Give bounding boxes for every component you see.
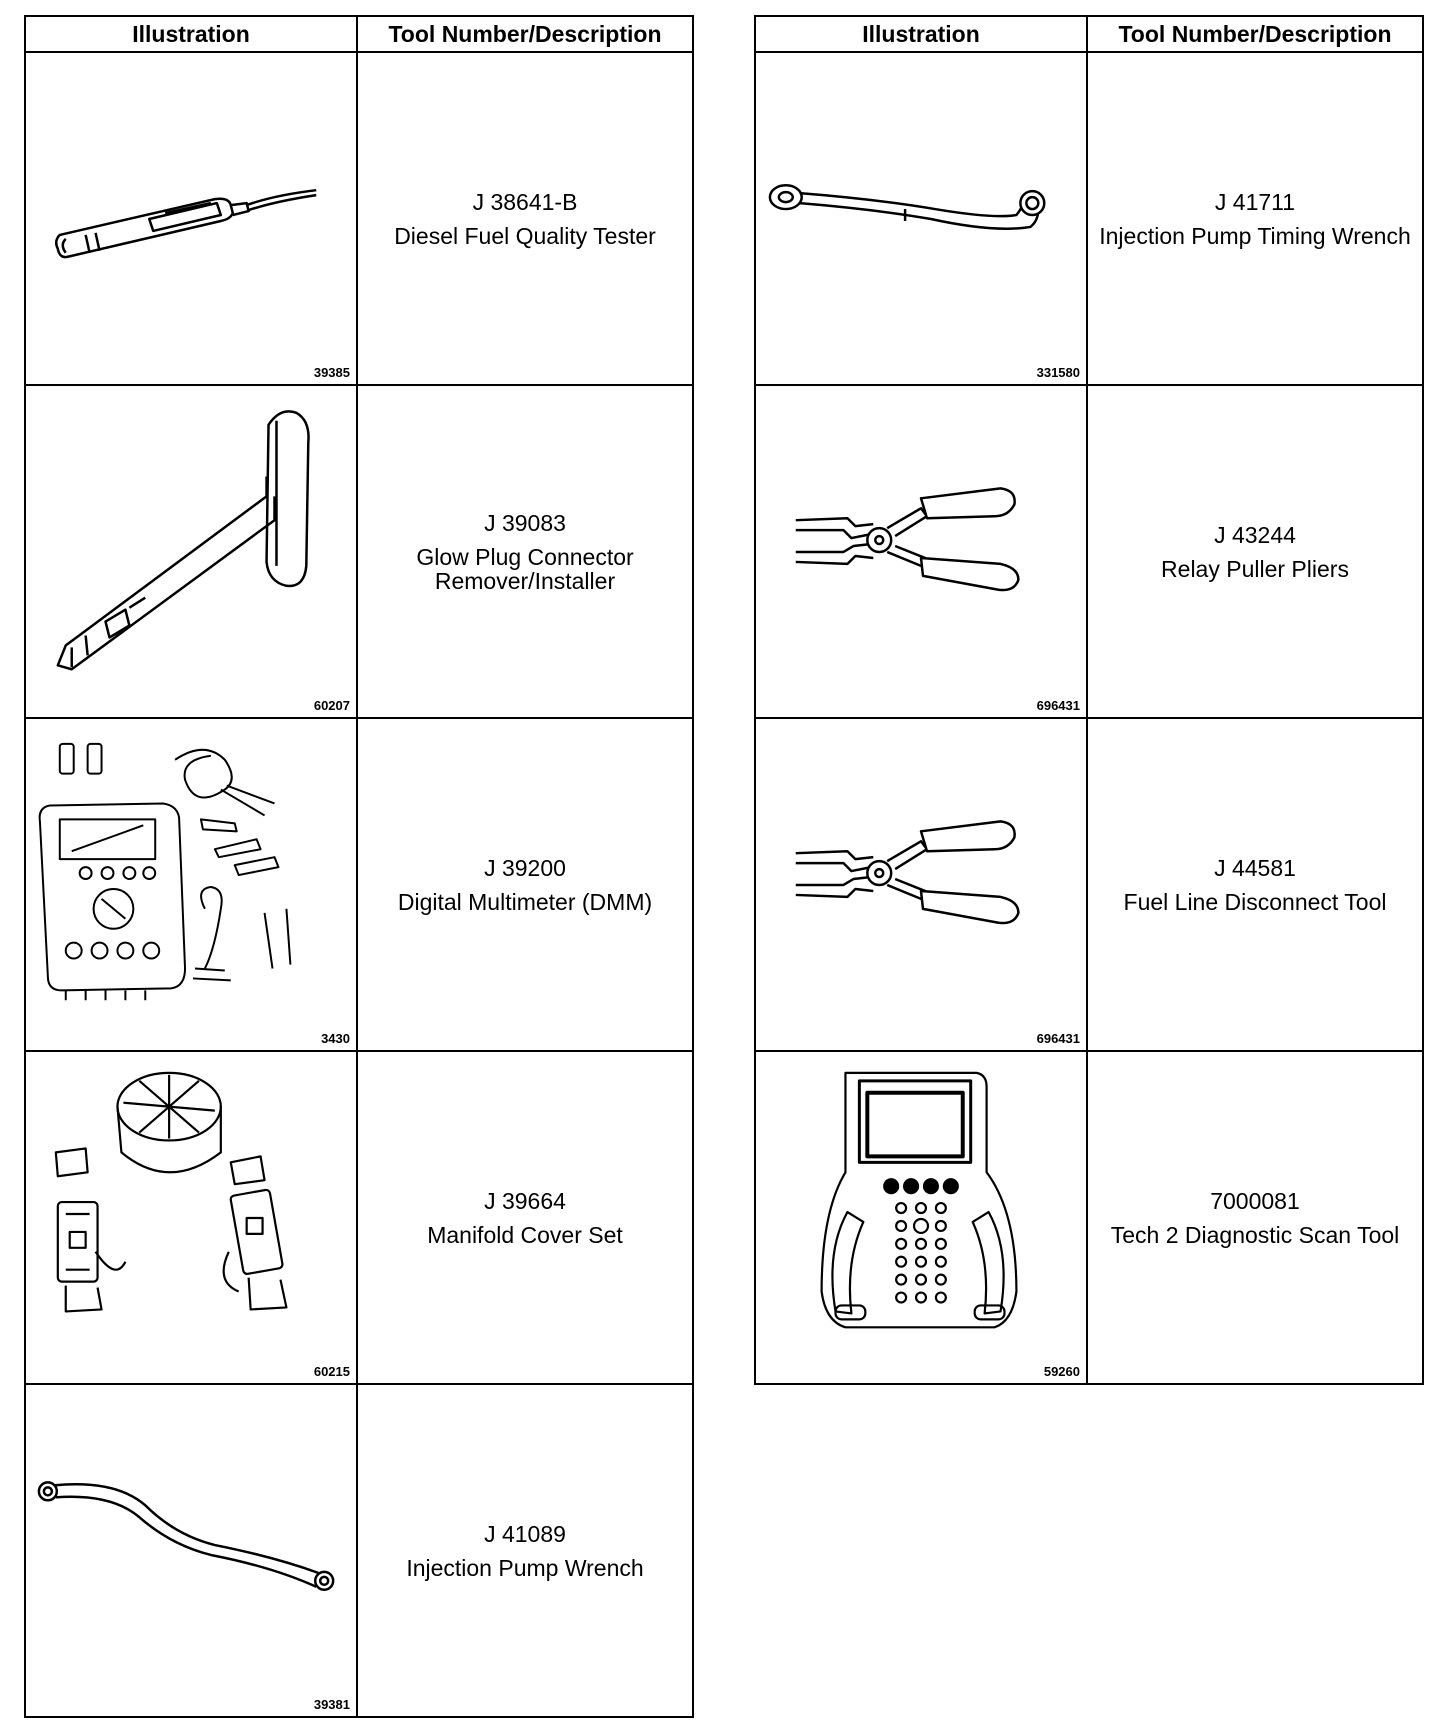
table-row: 59260 7000081 Tech 2 Diagnostic Scan Too… bbox=[754, 1050, 1424, 1385]
tool-description: Injection Pump Timing Wrench bbox=[1099, 222, 1411, 249]
tool-description: Injection Pump Wrench bbox=[406, 1554, 644, 1581]
illustration-cell: 60207 bbox=[24, 384, 358, 719]
illustration-cell: 39381 bbox=[24, 1383, 358, 1718]
illustration-cell: 60215 bbox=[24, 1050, 358, 1385]
header-row: Illustration Tool Number/Description bbox=[24, 15, 694, 53]
illustration-cell: 59260 bbox=[754, 1050, 1088, 1385]
description-cell: 7000081 Tech 2 Diagnostic Scan Tool bbox=[1086, 1050, 1424, 1385]
tool-description: Manifold Cover Set bbox=[427, 1221, 623, 1248]
pump-wrench-icon bbox=[37, 1481, 335, 1592]
tool-number: J 39083 bbox=[484, 509, 566, 536]
table-row: 39385 J 38641-B Diesel Fuel Quality Test… bbox=[24, 51, 694, 386]
table-row: 3430 J 39200 Digital Multimeter (DMM) bbox=[24, 717, 694, 1052]
tool-description: Relay Puller Pliers bbox=[1161, 555, 1349, 582]
tool-description: Diesel Fuel Quality Tester bbox=[394, 222, 656, 249]
description-cell: J 41711 Injection Pump Timing Wrench bbox=[1086, 51, 1424, 386]
fuel-quality-tester-icon bbox=[54, 188, 317, 259]
scan-tool-icon bbox=[820, 1071, 1018, 1329]
table-row: 696431 J 43244 Relay Puller Pliers bbox=[754, 384, 1424, 719]
figure-number: 60215 bbox=[313, 1364, 350, 1379]
manifold-cover-set-icon bbox=[54, 1071, 288, 1313]
description-cell: J 43244 Relay Puller Pliers bbox=[1086, 384, 1424, 719]
table-row: 331580 J 41711 Injection Pump Timing Wre… bbox=[754, 51, 1424, 386]
tool-description: Fuel Line Disconnect Tool bbox=[1123, 888, 1387, 915]
illustration-cell: 696431 bbox=[754, 717, 1088, 1052]
tool-number: J 41711 bbox=[1214, 188, 1296, 215]
figure-number: 331580 bbox=[1036, 365, 1080, 380]
tool-description: Digital Multimeter (DMM) bbox=[397, 888, 653, 915]
tool-number: J 44581 bbox=[1214, 854, 1296, 881]
figure-number: 39385 bbox=[313, 365, 350, 380]
tool-table-right: Illustration Tool Number/Description 331… bbox=[754, 15, 1424, 1385]
multimeter-icon bbox=[38, 742, 292, 1001]
illustration-cell: 39385 bbox=[24, 51, 358, 386]
header-illustration: Illustration bbox=[24, 15, 358, 53]
pliers-icon bbox=[795, 820, 1020, 925]
description-cell: J 41089 Injection Pump Wrench bbox=[356, 1383, 694, 1718]
figure-number: 696431 bbox=[1036, 698, 1080, 713]
illustration-cell: 3430 bbox=[24, 717, 358, 1052]
figure-number: 39381 bbox=[313, 1697, 350, 1712]
header-description: Tool Number/Description bbox=[1086, 15, 1424, 53]
table-row: 39381 J 41089 Injection Pump Wrench bbox=[24, 1383, 694, 1718]
tool-number: J 39200 bbox=[484, 854, 566, 881]
figure-number: 3430 bbox=[321, 1031, 350, 1046]
timing-wrench-icon bbox=[768, 183, 1046, 230]
table-row: 60207 J 39083 Glow Plug Connector Remove… bbox=[24, 384, 694, 719]
figure-number: 59260 bbox=[1043, 1364, 1080, 1379]
header-illustration: Illustration bbox=[754, 15, 1088, 53]
description-cell: J 39083 Glow Plug Connector Remover/Inst… bbox=[356, 384, 694, 719]
tool-number: J 43244 bbox=[1214, 521, 1296, 548]
glow-plug-tool-icon bbox=[56, 410, 310, 671]
description-cell: J 38641-B Diesel Fuel Quality Tester bbox=[356, 51, 694, 386]
figure-number: 696431 bbox=[1036, 1031, 1080, 1046]
tool-table-left: Illustration Tool Number/Description 393… bbox=[24, 15, 694, 1718]
table-row: 60215 J 39664 Manifold Cover Set bbox=[24, 1050, 694, 1385]
header-description: Tool Number/Description bbox=[356, 15, 694, 53]
illustration-cell: 331580 bbox=[754, 51, 1088, 386]
tool-number: J 41089 bbox=[484, 1520, 566, 1547]
tool-number: 7000081 bbox=[1210, 1187, 1300, 1214]
description-cell: J 44581 Fuel Line Disconnect Tool bbox=[1086, 717, 1424, 1052]
tool-description: Tech 2 Diagnostic Scan Tool bbox=[1110, 1221, 1400, 1248]
description-cell: J 39200 Digital Multimeter (DMM) bbox=[356, 717, 694, 1052]
tool-description: Glow Plug Connector Remover/Installer bbox=[416, 543, 634, 594]
table-row: 696431 J 44581 Fuel Line Disconnect Tool bbox=[754, 717, 1424, 1052]
description-cell: J 39664 Manifold Cover Set bbox=[356, 1050, 694, 1385]
tool-number: J 38641-B bbox=[472, 188, 578, 215]
tool-number: J 39664 bbox=[484, 1187, 566, 1214]
pliers-icon bbox=[795, 487, 1020, 592]
illustration-cell: 696431 bbox=[754, 384, 1088, 719]
header-row: Illustration Tool Number/Description bbox=[754, 15, 1424, 53]
figure-number: 60207 bbox=[313, 698, 350, 713]
